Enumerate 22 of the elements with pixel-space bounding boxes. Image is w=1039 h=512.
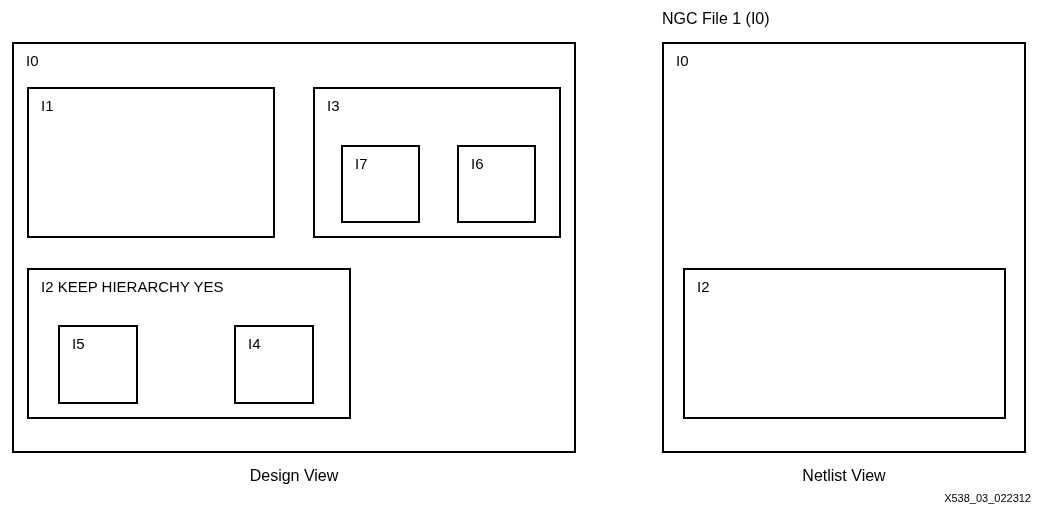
figure-id: X538_03_022312 [944, 492, 1031, 504]
instance-label: I4 [248, 335, 261, 352]
instance-label: I2 KEEP HIERARCHY YES [41, 278, 224, 295]
block-box [683, 268, 1006, 419]
block-box [457, 145, 536, 223]
instance-label: I2 [697, 278, 710, 295]
view-caption: Netlist View [801, 467, 887, 485]
view-caption: Design View [248, 467, 340, 485]
block-box [27, 87, 275, 238]
instance-label: I0 [26, 52, 39, 69]
block-box [313, 87, 561, 238]
block-box [341, 145, 420, 223]
instance-label: I5 [72, 335, 85, 352]
instance-label: I7 [355, 155, 368, 172]
instance-label: I0 [676, 52, 689, 69]
instance-label: I3 [327, 97, 340, 114]
block-box [234, 325, 314, 404]
file-heading: NGC File 1 (I0) [662, 10, 770, 28]
block-box [27, 268, 351, 419]
block-box [58, 325, 138, 404]
instance-label: I6 [471, 155, 484, 172]
instance-label: I1 [41, 97, 54, 114]
